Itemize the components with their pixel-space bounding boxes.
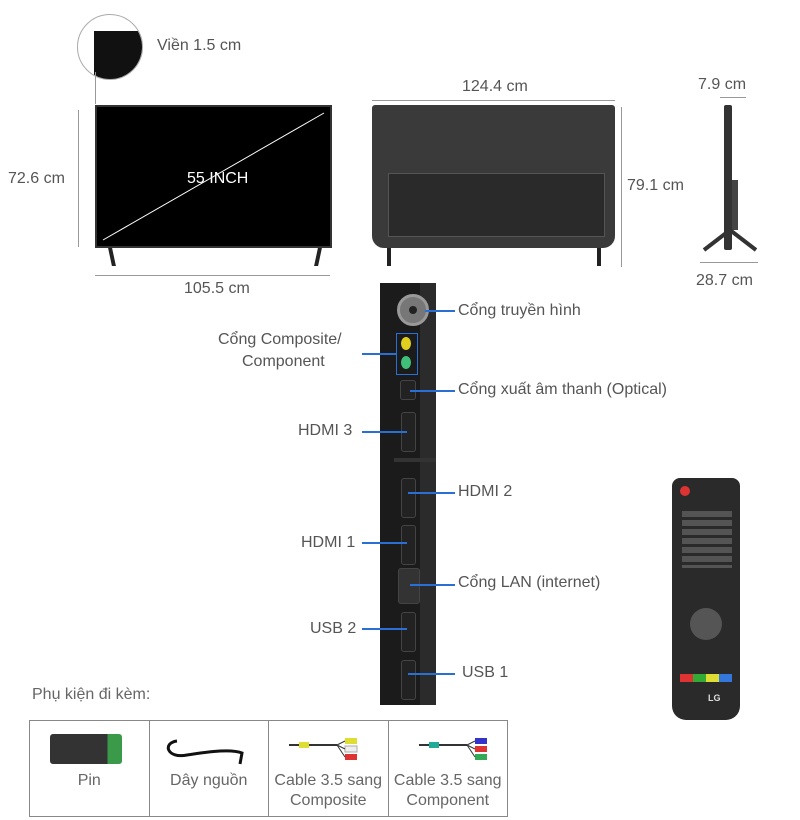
antenna-port-label: Cổng truyền hình — [458, 302, 581, 319]
composite-port-label-2: Component — [242, 353, 325, 370]
accessory-label-1: Cable 3.5 sang — [393, 772, 502, 789]
accessory-battery: Pin — [30, 721, 150, 816]
hdmi3-label: HDMI 3 — [298, 422, 353, 439]
lan-port-label: Cổng LAN (internet) — [458, 574, 601, 591]
accessory-label-2: Component — [406, 792, 490, 809]
usb2-port — [401, 612, 416, 652]
hdmi2-port — [401, 478, 416, 518]
back-width-label: 124.4 cm — [462, 78, 528, 95]
accessory-composite-cable: Cable 3.5 sang Composite — [269, 721, 389, 816]
remote-control-image: LG — [672, 478, 740, 720]
screen-size-label: 55 INCH — [187, 170, 249, 187]
composite-port-yellow — [401, 337, 411, 350]
composite-port-highlight — [396, 333, 418, 375]
accessories-table: Pin Dây nguồn Cable 3.5 sang Composite C… — [29, 720, 508, 817]
front-width-label: 105.5 cm — [184, 280, 250, 297]
lan-port — [398, 568, 420, 604]
accessory-label-1: Cable 3.5 sang — [274, 772, 383, 789]
tv-back-image — [372, 105, 615, 248]
accessory-label: Pin — [77, 772, 101, 789]
usb2-label: USB 2 — [310, 620, 357, 637]
accessory-label-2: Composite — [290, 792, 367, 809]
accessory-power-cord: Dây nguồn — [150, 721, 269, 816]
bezel-label: Viền 1.5 cm — [157, 37, 242, 54]
accessory-label: Dây nguồn — [170, 772, 248, 789]
side-stand-depth-label: 28.7 cm — [696, 272, 753, 289]
front-height-label: 72.6 cm — [8, 170, 65, 187]
tv-side-image — [724, 105, 732, 250]
battery-icon — [50, 734, 122, 764]
composite-cable-icon — [289, 738, 358, 760]
composite-port-label-1: Cổng Composite/ — [218, 331, 342, 348]
tv-front-image: 55 INCH — [95, 105, 332, 248]
composite-port-green — [401, 356, 411, 369]
hdmi1-port — [401, 525, 416, 565]
usb1-label: USB 1 — [462, 664, 509, 681]
diagonal-arrow-icon — [102, 112, 325, 241]
bezel-zoom-circle — [77, 14, 143, 80]
accessories-title: Phụ kiện đi kèm: — [32, 686, 151, 703]
power-cord-icon — [166, 739, 244, 765]
hdmi1-label: HDMI 1 — [301, 534, 356, 551]
hdmi2-label: HDMI 2 — [458, 483, 513, 500]
back-height-label: 79.1 cm — [627, 177, 684, 194]
side-stand-icon — [702, 228, 758, 252]
optical-port-label: Cổng xuất âm thanh (Optical) — [458, 381, 667, 398]
accessory-component-cable: Cable 3.5 sang Component — [389, 721, 508, 816]
usb1-port — [401, 660, 416, 700]
remote-brand-logo: LG — [708, 693, 721, 703]
side-depth-label: 7.9 cm — [698, 76, 747, 93]
component-cable-icon — [418, 738, 487, 760]
